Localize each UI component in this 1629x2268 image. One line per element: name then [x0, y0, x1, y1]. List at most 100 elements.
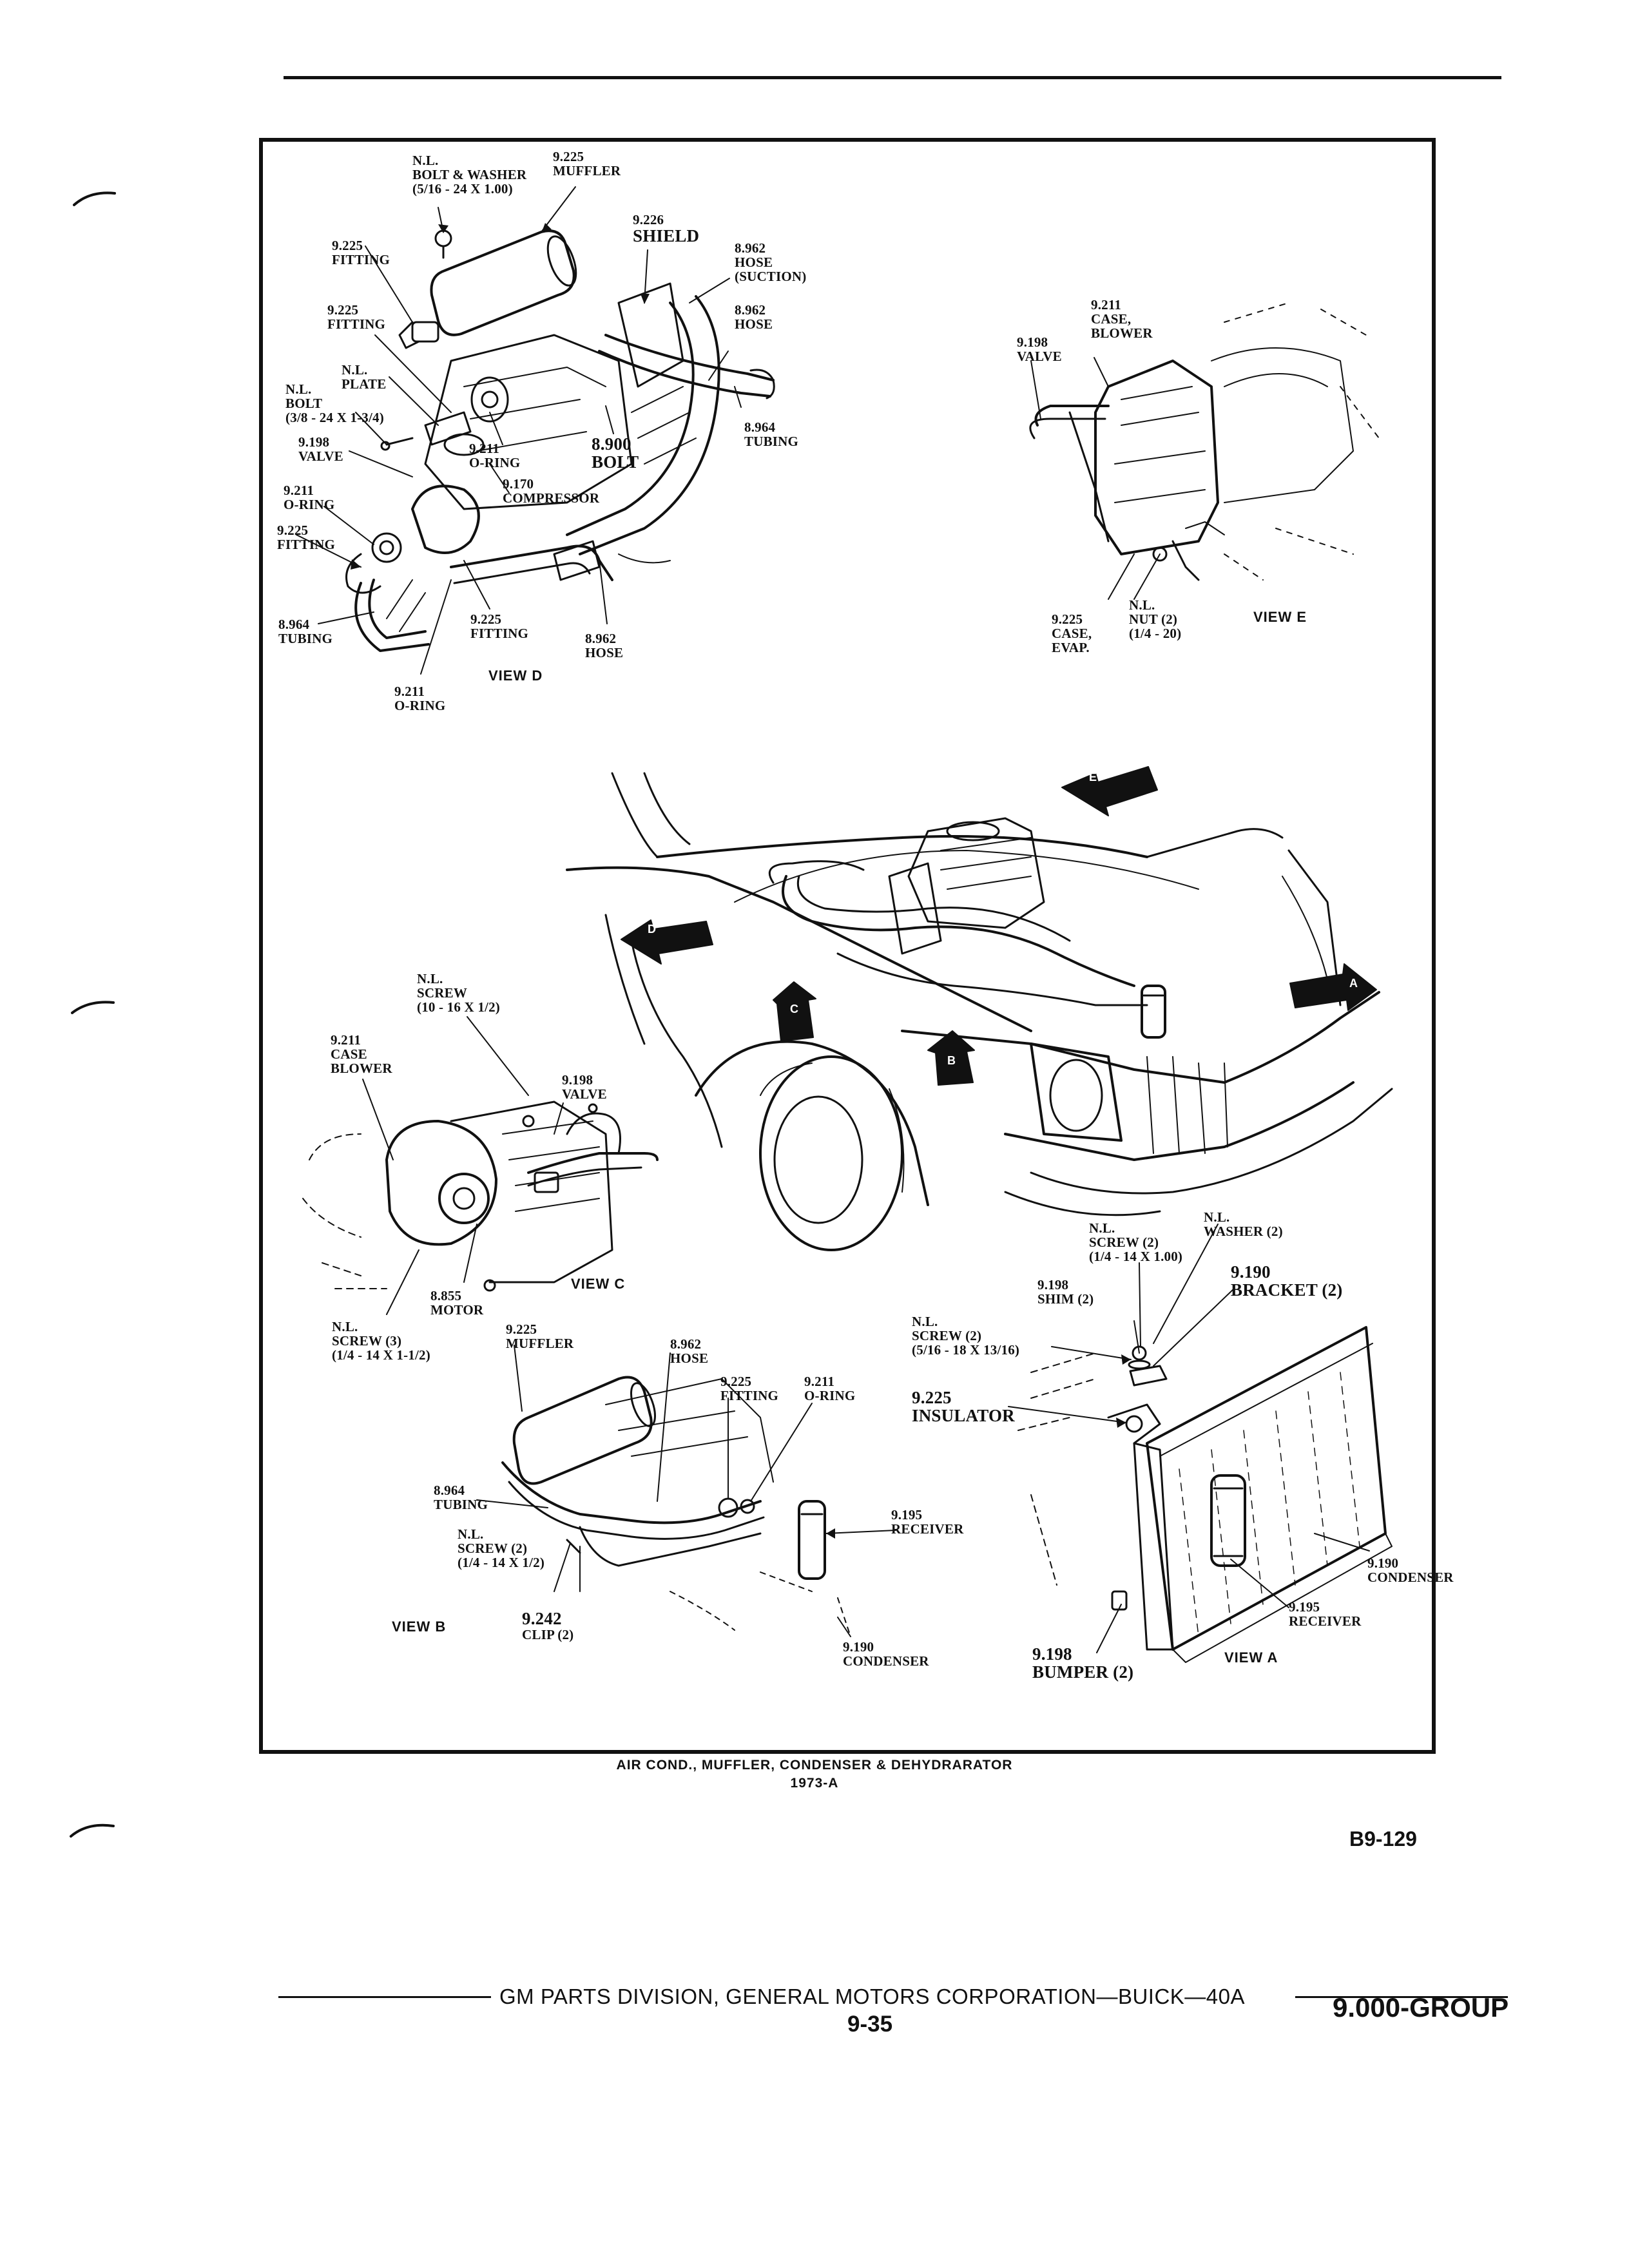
- label-line: BLOWER: [331, 1061, 392, 1076]
- label-line: PLATE: [342, 376, 387, 392]
- label-c-valve: 9.198 VALVE: [562, 1073, 607, 1101]
- label-e-valve: 9.198 VALVE: [1017, 335, 1062, 363]
- label-line: N.L.: [412, 153, 439, 168]
- label-line: 9.198: [1032, 1644, 1072, 1664]
- label-line: RECEIVER: [891, 1521, 964, 1537]
- label-line: 9.225: [332, 238, 363, 253]
- view-arrows: [621, 766, 1377, 1086]
- arrow-letter-e: E: [1089, 771, 1097, 783]
- label-b-condenser: 9.190 CONDENSER: [843, 1640, 929, 1668]
- label-line: N.L.: [417, 971, 443, 986]
- label-line: WASHER (2): [1204, 1224, 1283, 1239]
- label-line: 9.225: [720, 1374, 752, 1389]
- label-line: CASE: [331, 1046, 367, 1062]
- arrow-letter-c: C: [790, 1003, 798, 1015]
- view-a-title: VIEW A: [1224, 1649, 1278, 1666]
- view-c-title: VIEW C: [571, 1276, 626, 1292]
- label-line: HOSE: [585, 645, 624, 660]
- label-line: CASE,: [1052, 626, 1092, 641]
- label-d-compressor: 9.170 COMPRESSOR: [503, 477, 599, 505]
- label-line: O-RING: [394, 698, 446, 713]
- label-line: 8.962: [585, 631, 617, 646]
- label-line: 9.190: [1231, 1262, 1271, 1282]
- label-a-insulator: 9.225 INSULATOR: [912, 1389, 1015, 1425]
- arrow-letter-b: B: [947, 1054, 956, 1067]
- label-d-oring-1: 9.211 O-RING: [469, 441, 520, 470]
- binder-mark: [70, 1823, 115, 1838]
- label-line: 9.211: [804, 1374, 835, 1389]
- leader-arrowheads: [351, 223, 1131, 1539]
- label-e-case-blower: 9.211 CASE, BLOWER: [1091, 298, 1153, 340]
- car-drawing: [566, 772, 1393, 1251]
- label-line: N.L.: [458, 1526, 484, 1542]
- label-d-oring-3: 9.211 O-RING: [394, 684, 445, 713]
- caption-year: 1973-A: [790, 1776, 839, 1791]
- label-a-screw-top: N.L. SCREW (2) (1/4 - 14 x 1.00): [1089, 1221, 1182, 1264]
- label-line: 9.211: [331, 1032, 361, 1048]
- label-line: 8.962: [670, 1336, 702, 1352]
- binder-mark: [73, 191, 116, 206]
- figure-reference-number: B9-129: [1349, 1827, 1417, 1850]
- label-line: TUBING: [434, 1497, 488, 1512]
- leader-lines: [296, 186, 1370, 1653]
- label-line: BLOWER: [1091, 325, 1153, 341]
- label-c-screw: N.L. SCREW (10 - 16 x 1/2): [417, 972, 500, 1014]
- label-line: O-RING: [284, 497, 335, 512]
- figure-caption: AIR COND., MUFFLER, CONDENSER & DEHYDRAR…: [0, 1756, 1629, 1792]
- label-line: 8.964: [744, 419, 776, 435]
- label-line: 9.225: [1052, 611, 1083, 627]
- label-line: FITTING: [720, 1388, 779, 1403]
- label-line: 9.225: [553, 149, 584, 164]
- label-line: SCREW (2): [1089, 1235, 1159, 1250]
- label-line: 9.170: [503, 476, 534, 492]
- label-a-washer: N.L. WASHER (2): [1204, 1210, 1283, 1238]
- label-d-shield: 9.226 SHIELD: [633, 213, 699, 245]
- label-line: 8.962: [735, 240, 766, 256]
- label-a-condenser: 9.190 CONDENSER: [1367, 1556, 1454, 1584]
- label-line: FITTING: [327, 316, 386, 332]
- arrow-letter-a: A: [1349, 977, 1358, 990]
- label-line: VALVE: [562, 1086, 607, 1102]
- label-line: VALVE: [1017, 349, 1062, 364]
- label-line: 8.964: [434, 1483, 465, 1498]
- label-d-valve: 9.198 VALVE: [298, 435, 343, 463]
- label-line: CASE,: [1091, 311, 1132, 327]
- label-line: BOLT: [285, 396, 323, 411]
- label-line: CONDENSER: [1367, 1570, 1454, 1585]
- label-d-bolt-washer: N.L. BOLT & WASHER (5/16 - 24 x 1.00): [412, 153, 526, 196]
- label-line: HOSE: [670, 1350, 709, 1366]
- label-line: 9.225: [506, 1321, 537, 1337]
- label-line: N.L.: [912, 1314, 938, 1329]
- label-a-screw-side: N.L. SCREW (2) (5/16 - 18 x 13/16): [912, 1314, 1019, 1357]
- binder-mark: [71, 1001, 115, 1014]
- label-d-fitting-1: 9.225 FITTING: [332, 238, 390, 267]
- diagram-frame: [259, 138, 1436, 1754]
- label-line: INSULATOR: [912, 1406, 1015, 1425]
- label-line: BUMPER (2): [1032, 1662, 1134, 1682]
- label-line: 9.211: [1091, 297, 1122, 312]
- page-number: 9-35: [847, 2012, 893, 2037]
- label-line: 9.225: [277, 523, 309, 538]
- label-d-fitting-3: 9.225 FITTING: [277, 523, 335, 552]
- label-c-screw-3: N.L. SCREW (3) (1/4 - 14 x 1-1/2): [332, 1320, 430, 1362]
- label-line: BOLT & WASHER: [412, 167, 527, 182]
- label-line: FITTING: [277, 537, 336, 552]
- label-line: FITTING: [332, 252, 390, 267]
- label-line: MUFFLER: [553, 163, 621, 178]
- label-b-clip: 9.242 CLIP (2): [522, 1610, 574, 1642]
- label-b-receiver: 9.195 RECEIVER: [891, 1508, 963, 1536]
- label-line: 9.211: [284, 483, 314, 498]
- label-line: 9.198: [298, 434, 330, 450]
- label-line: (3/8 - 24 x 1-3/4): [285, 410, 384, 425]
- label-e-nut: N.L. NUT (2) (1/4 - 20): [1129, 598, 1181, 640]
- label-d-tubing-1: 8.964 TUBING: [744, 420, 798, 448]
- view-e-title: VIEW E: [1253, 609, 1307, 625]
- view-e-drawing: [1029, 302, 1380, 581]
- footer-rule-left: [278, 1996, 491, 1998]
- label-line: (5/16 - 24 x 1.00): [412, 181, 513, 197]
- label-b-oring: 9.211 O-RING: [804, 1374, 855, 1403]
- label-line: BOLT: [592, 452, 639, 472]
- label-d-bolt-8900: 8.900 BOLT: [592, 435, 639, 471]
- label-line: (1/4 - 14 x 1.00): [1089, 1249, 1183, 1264]
